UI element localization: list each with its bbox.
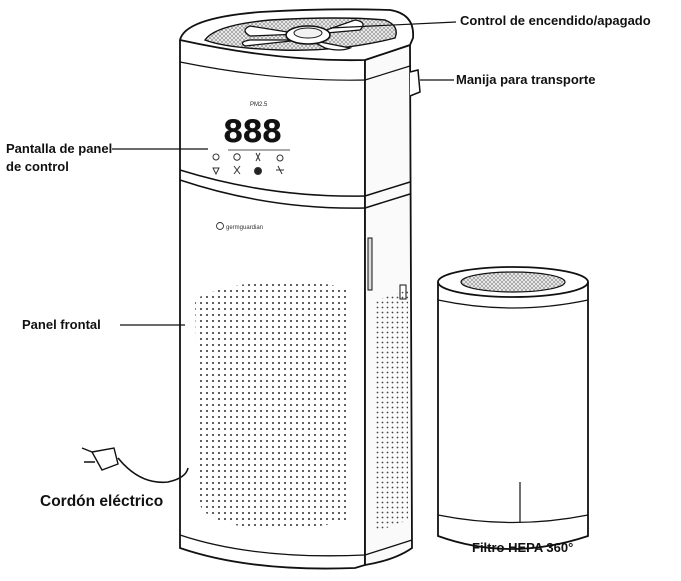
carry-handle bbox=[409, 69, 421, 97]
power-cord bbox=[81, 447, 189, 484]
timer-icon bbox=[212, 153, 220, 161]
leader-lines bbox=[112, 21, 521, 522]
air-purifier bbox=[178, 8, 421, 570]
label-front-panel: Panel frontal bbox=[22, 317, 101, 332]
side-grille bbox=[376, 290, 408, 532]
fan-speed-icon bbox=[255, 152, 261, 162]
leader-power-control bbox=[329, 21, 457, 29]
filter-body bbox=[437, 282, 589, 550]
label-control-panel-line2: de control bbox=[6, 159, 69, 174]
light-icon bbox=[276, 154, 284, 162]
brand-text: germguardian bbox=[226, 225, 263, 231]
front-grille bbox=[195, 281, 350, 529]
filter-core bbox=[460, 271, 566, 293]
auto-icon bbox=[233, 153, 241, 161]
label-power-cord: Cordón eléctrico bbox=[40, 493, 164, 510]
ion-icon bbox=[276, 165, 284, 175]
control-panel: PM2.5 888 bbox=[212, 102, 290, 176]
display-digits: 888 bbox=[223, 115, 281, 153]
plug bbox=[90, 447, 119, 471]
label-carry-handle: Manija para transporte bbox=[456, 72, 596, 87]
mode-icon bbox=[254, 167, 262, 175]
label-control-panel-line1: Pantalla de panel bbox=[6, 141, 113, 156]
label-hepa-filter: Filtro HEPA 360° bbox=[472, 540, 574, 555]
brand-logo: germguardian bbox=[216, 222, 263, 231]
label-power-control: Control de encendido/apagado bbox=[460, 13, 651, 28]
filter-icon bbox=[212, 167, 220, 176]
display-unit: PM2.5 bbox=[250, 102, 268, 108]
sleep-icon bbox=[233, 165, 241, 175]
hepa-filter bbox=[437, 266, 589, 550]
brand-logo-icon bbox=[216, 222, 224, 230]
